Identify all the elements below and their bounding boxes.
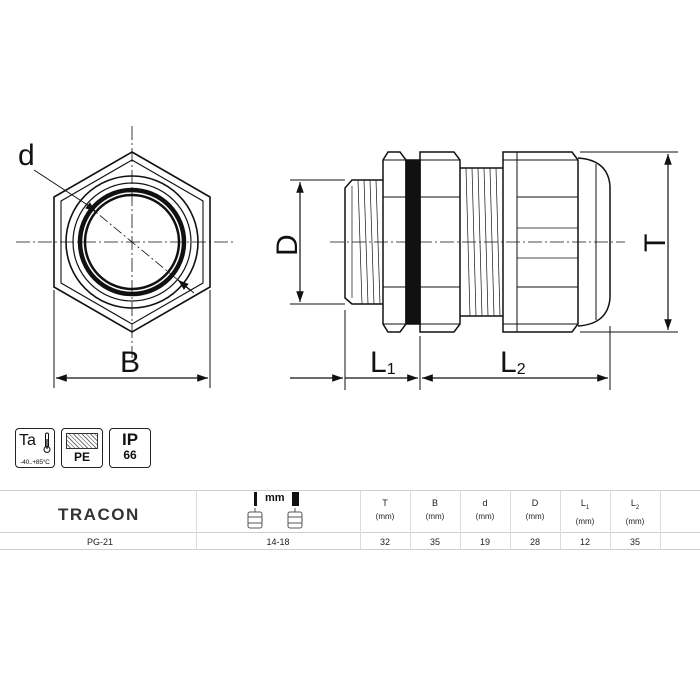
body-thread — [460, 167, 503, 317]
ip-label: IP — [121, 430, 139, 449]
value-L2: 35 — [629, 537, 640, 547]
header-B: B(mm) — [425, 498, 445, 521]
value-B: 35 — [429, 537, 440, 547]
cable-range-icons — [247, 492, 303, 529]
type-cell: PG-21 — [86, 537, 113, 547]
ta-symbol: Ta — [19, 432, 36, 449]
d-label: d — [18, 139, 35, 172]
ip-rating-badge: IP 66 — [109, 428, 151, 468]
material-hatch-icon — [66, 433, 98, 449]
clamp-range-cell: 14-18 — [266, 537, 290, 547]
gland-large-icon — [287, 508, 303, 529]
d-leader — [33, 169, 87, 205]
value-T: 32 — [379, 537, 390, 547]
entry-thread — [344, 179, 383, 305]
B-label: B — [120, 346, 140, 379]
header-d: d(mm) — [475, 498, 495, 521]
D-label: D — [271, 234, 304, 256]
ip-value: 66 — [123, 448, 137, 462]
header-L1: L1(mm) — [575, 498, 595, 526]
thermometer-icon — [43, 432, 51, 453]
material-label: PE — [73, 450, 90, 464]
material-badge: PE — [61, 428, 103, 468]
value-D: 28 — [529, 537, 540, 547]
technical-drawing: d B — [16, 126, 678, 390]
dome-cap — [577, 157, 611, 327]
header-L2: L2(mm) — [625, 498, 645, 526]
temperature-range: -40..+85°C — [20, 459, 50, 466]
gland-small-icon — [247, 508, 263, 529]
thick-cable-icon — [292, 492, 299, 506]
thin-cable-icon — [254, 492, 257, 506]
temperature-badge: Ta -40..+85°C — [15, 428, 55, 468]
value-d: 19 — [479, 537, 490, 547]
mm-label: mm — [265, 492, 285, 504]
L1-label: L1 — [370, 346, 396, 379]
value-L1: 12 — [579, 537, 590, 547]
lock-nut — [382, 151, 407, 333]
header-T: T(mm) — [375, 498, 395, 521]
brand-logo-text: TRACON — [58, 505, 140, 524]
spec-table: TRACON mm T(mm) B(mm) d(mm) D(mm) L1(mm) — [0, 490, 700, 550]
front-view — [16, 126, 236, 388]
side-view — [290, 151, 678, 390]
L2-label: L2 — [500, 346, 526, 379]
T-label: T — [639, 234, 672, 252]
header-D: D(mm) — [525, 498, 545, 521]
